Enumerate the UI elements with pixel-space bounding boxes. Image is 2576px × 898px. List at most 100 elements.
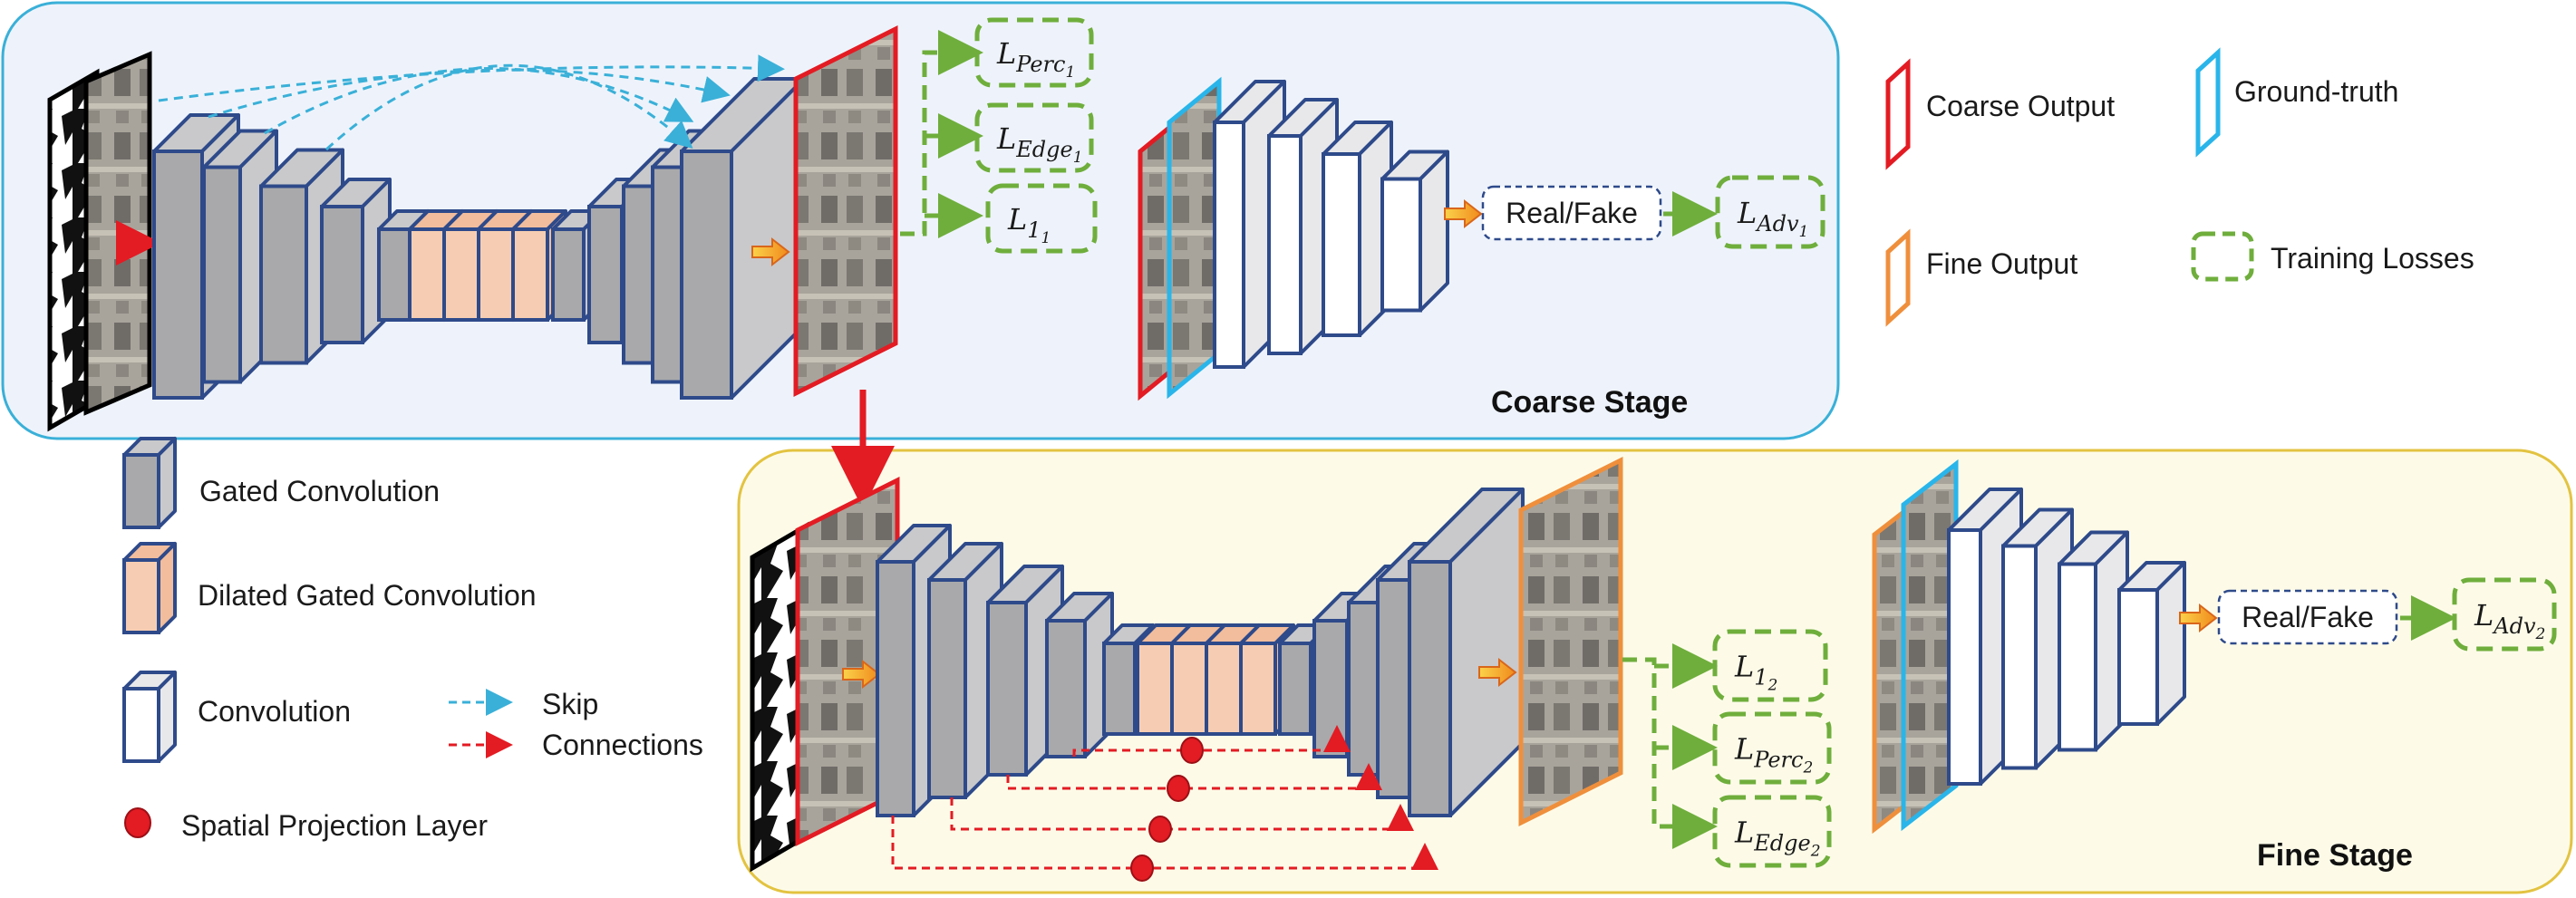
block-front xyxy=(122,558,160,634)
coarse-decoder-block xyxy=(680,77,806,400)
loss-box-border xyxy=(1712,629,1828,702)
coarse-output-arrow xyxy=(751,237,790,267)
coarse-discriminator-block xyxy=(1380,150,1449,313)
coarse-disc-arrow xyxy=(1444,198,1483,229)
fine-adv-loss: LAdv2 xyxy=(2452,577,2557,652)
block-front xyxy=(122,453,160,529)
real-fake-box xyxy=(1481,185,1662,241)
fine-loss-connector xyxy=(1622,657,1718,849)
real-fake-label: Real/Fake xyxy=(1506,197,1638,229)
loss-box-border xyxy=(974,17,1094,88)
coarse-skip-connection xyxy=(264,67,694,135)
fine-stage-title: Fine Stage xyxy=(2257,838,2413,873)
coarse-stage-panel xyxy=(1,1,1840,440)
fine-perc-loss: LPerc2 xyxy=(1712,711,1832,785)
block-front xyxy=(551,227,586,322)
coarse-discriminator-block xyxy=(1213,80,1286,369)
block-side xyxy=(2155,561,2186,726)
block-front xyxy=(2058,562,2097,752)
spatial-projection-node xyxy=(1167,775,1190,802)
block-front xyxy=(2117,588,2159,726)
block-side xyxy=(157,671,177,763)
block-front xyxy=(477,227,515,322)
legend-projection-label: Spatial Projection Layer xyxy=(181,809,488,842)
loss-box-border xyxy=(1712,795,1832,868)
block-front xyxy=(986,601,1028,777)
coarse-stage-title: Coarse Stage xyxy=(1491,385,1688,420)
block-front xyxy=(1376,578,1412,799)
coarse-perc-loss: LPerc1 xyxy=(974,17,1094,88)
block-front xyxy=(1213,121,1245,369)
block-front xyxy=(320,205,364,344)
coarse-l1-loss: L11 xyxy=(985,183,1098,254)
real-fake-box xyxy=(2217,589,2398,645)
fine-discriminator-block xyxy=(1947,488,2023,786)
loss-label: LEdge1 xyxy=(996,121,1083,167)
coarse-skip-connection xyxy=(324,63,693,151)
legend-coarse-output-icon xyxy=(1885,58,1911,170)
fine-output-arrow xyxy=(1478,657,1517,688)
block-front xyxy=(1239,642,1277,736)
block-front xyxy=(622,184,656,365)
coarse-skip-connection xyxy=(158,54,785,102)
fine-discriminator-block xyxy=(2117,561,2186,726)
spatial-projection-node xyxy=(1130,855,1154,882)
fine-decoder-block xyxy=(1408,488,1525,817)
block-front xyxy=(1136,642,1174,736)
block-front xyxy=(1045,619,1087,758)
fine-projection-connection xyxy=(1072,725,1351,757)
block-front xyxy=(927,578,967,799)
block-front xyxy=(1312,619,1349,758)
loss-box-border xyxy=(974,102,1094,173)
legend-ground-truth-label: Ground-truth xyxy=(2234,75,2398,108)
legend-gated-label: Gated Convolution xyxy=(199,475,440,507)
block-front xyxy=(1102,642,1137,736)
block-front xyxy=(152,150,204,400)
block-front xyxy=(1347,601,1381,777)
block-front xyxy=(1170,642,1208,736)
coarse-real-fake: Real/Fake xyxy=(1481,185,1662,241)
block-front xyxy=(876,560,915,817)
legend-fine-output-label: Fine Output xyxy=(1926,247,2077,280)
block-front xyxy=(1205,642,1243,736)
spatial-projection-node xyxy=(1148,816,1172,843)
legend-training-loss-label: Training Losses xyxy=(2271,242,2474,275)
legend-conv-label: Convolution xyxy=(198,695,351,728)
fine-input-arrow xyxy=(842,659,881,690)
loss-label: L12 xyxy=(1734,650,1777,695)
legend-fine-output-icon xyxy=(1885,228,1911,327)
coarse-output-image xyxy=(793,24,898,398)
fine-l1-loss: L12 xyxy=(1712,629,1828,702)
loss-label: LPerc2 xyxy=(1734,732,1813,777)
block-front xyxy=(1947,528,1982,786)
loss-label: LEdge2 xyxy=(1734,816,1821,861)
block-front xyxy=(1322,152,1361,337)
legend-training-loss-icon xyxy=(2191,231,2254,282)
loss-label: LAdv1 xyxy=(1737,196,1808,241)
legend-dilated-icon xyxy=(122,542,177,634)
block-front xyxy=(122,687,160,763)
fine-edge-loss: LEdge2 xyxy=(1712,795,1832,868)
block-front xyxy=(377,227,412,322)
legend-skip-label: Skip xyxy=(542,688,598,720)
block-front xyxy=(680,150,733,400)
legend-dilated-label: Dilated Gated Convolution xyxy=(198,579,537,612)
block-front xyxy=(1408,560,1452,817)
block-front xyxy=(1267,134,1303,355)
coarse-disc-input-gt xyxy=(1167,76,1222,400)
loss-box-border xyxy=(2452,577,2557,652)
loss-box-border xyxy=(1715,175,1825,249)
real-fake-label: Real/Fake xyxy=(2242,601,2374,633)
block-front xyxy=(442,227,480,322)
block-front xyxy=(2001,544,2038,770)
spatial-projection-node xyxy=(1180,737,1204,764)
block-side xyxy=(157,542,177,634)
coarse-loss-connector xyxy=(900,30,983,237)
legend-ground-truth-icon xyxy=(2195,47,2221,158)
legend-conv-icon xyxy=(122,671,177,763)
block-front xyxy=(587,205,624,344)
fine-output-image xyxy=(1518,456,1623,827)
loss-label: LAdv2 xyxy=(2474,598,2545,643)
loss-box-border xyxy=(985,183,1098,254)
